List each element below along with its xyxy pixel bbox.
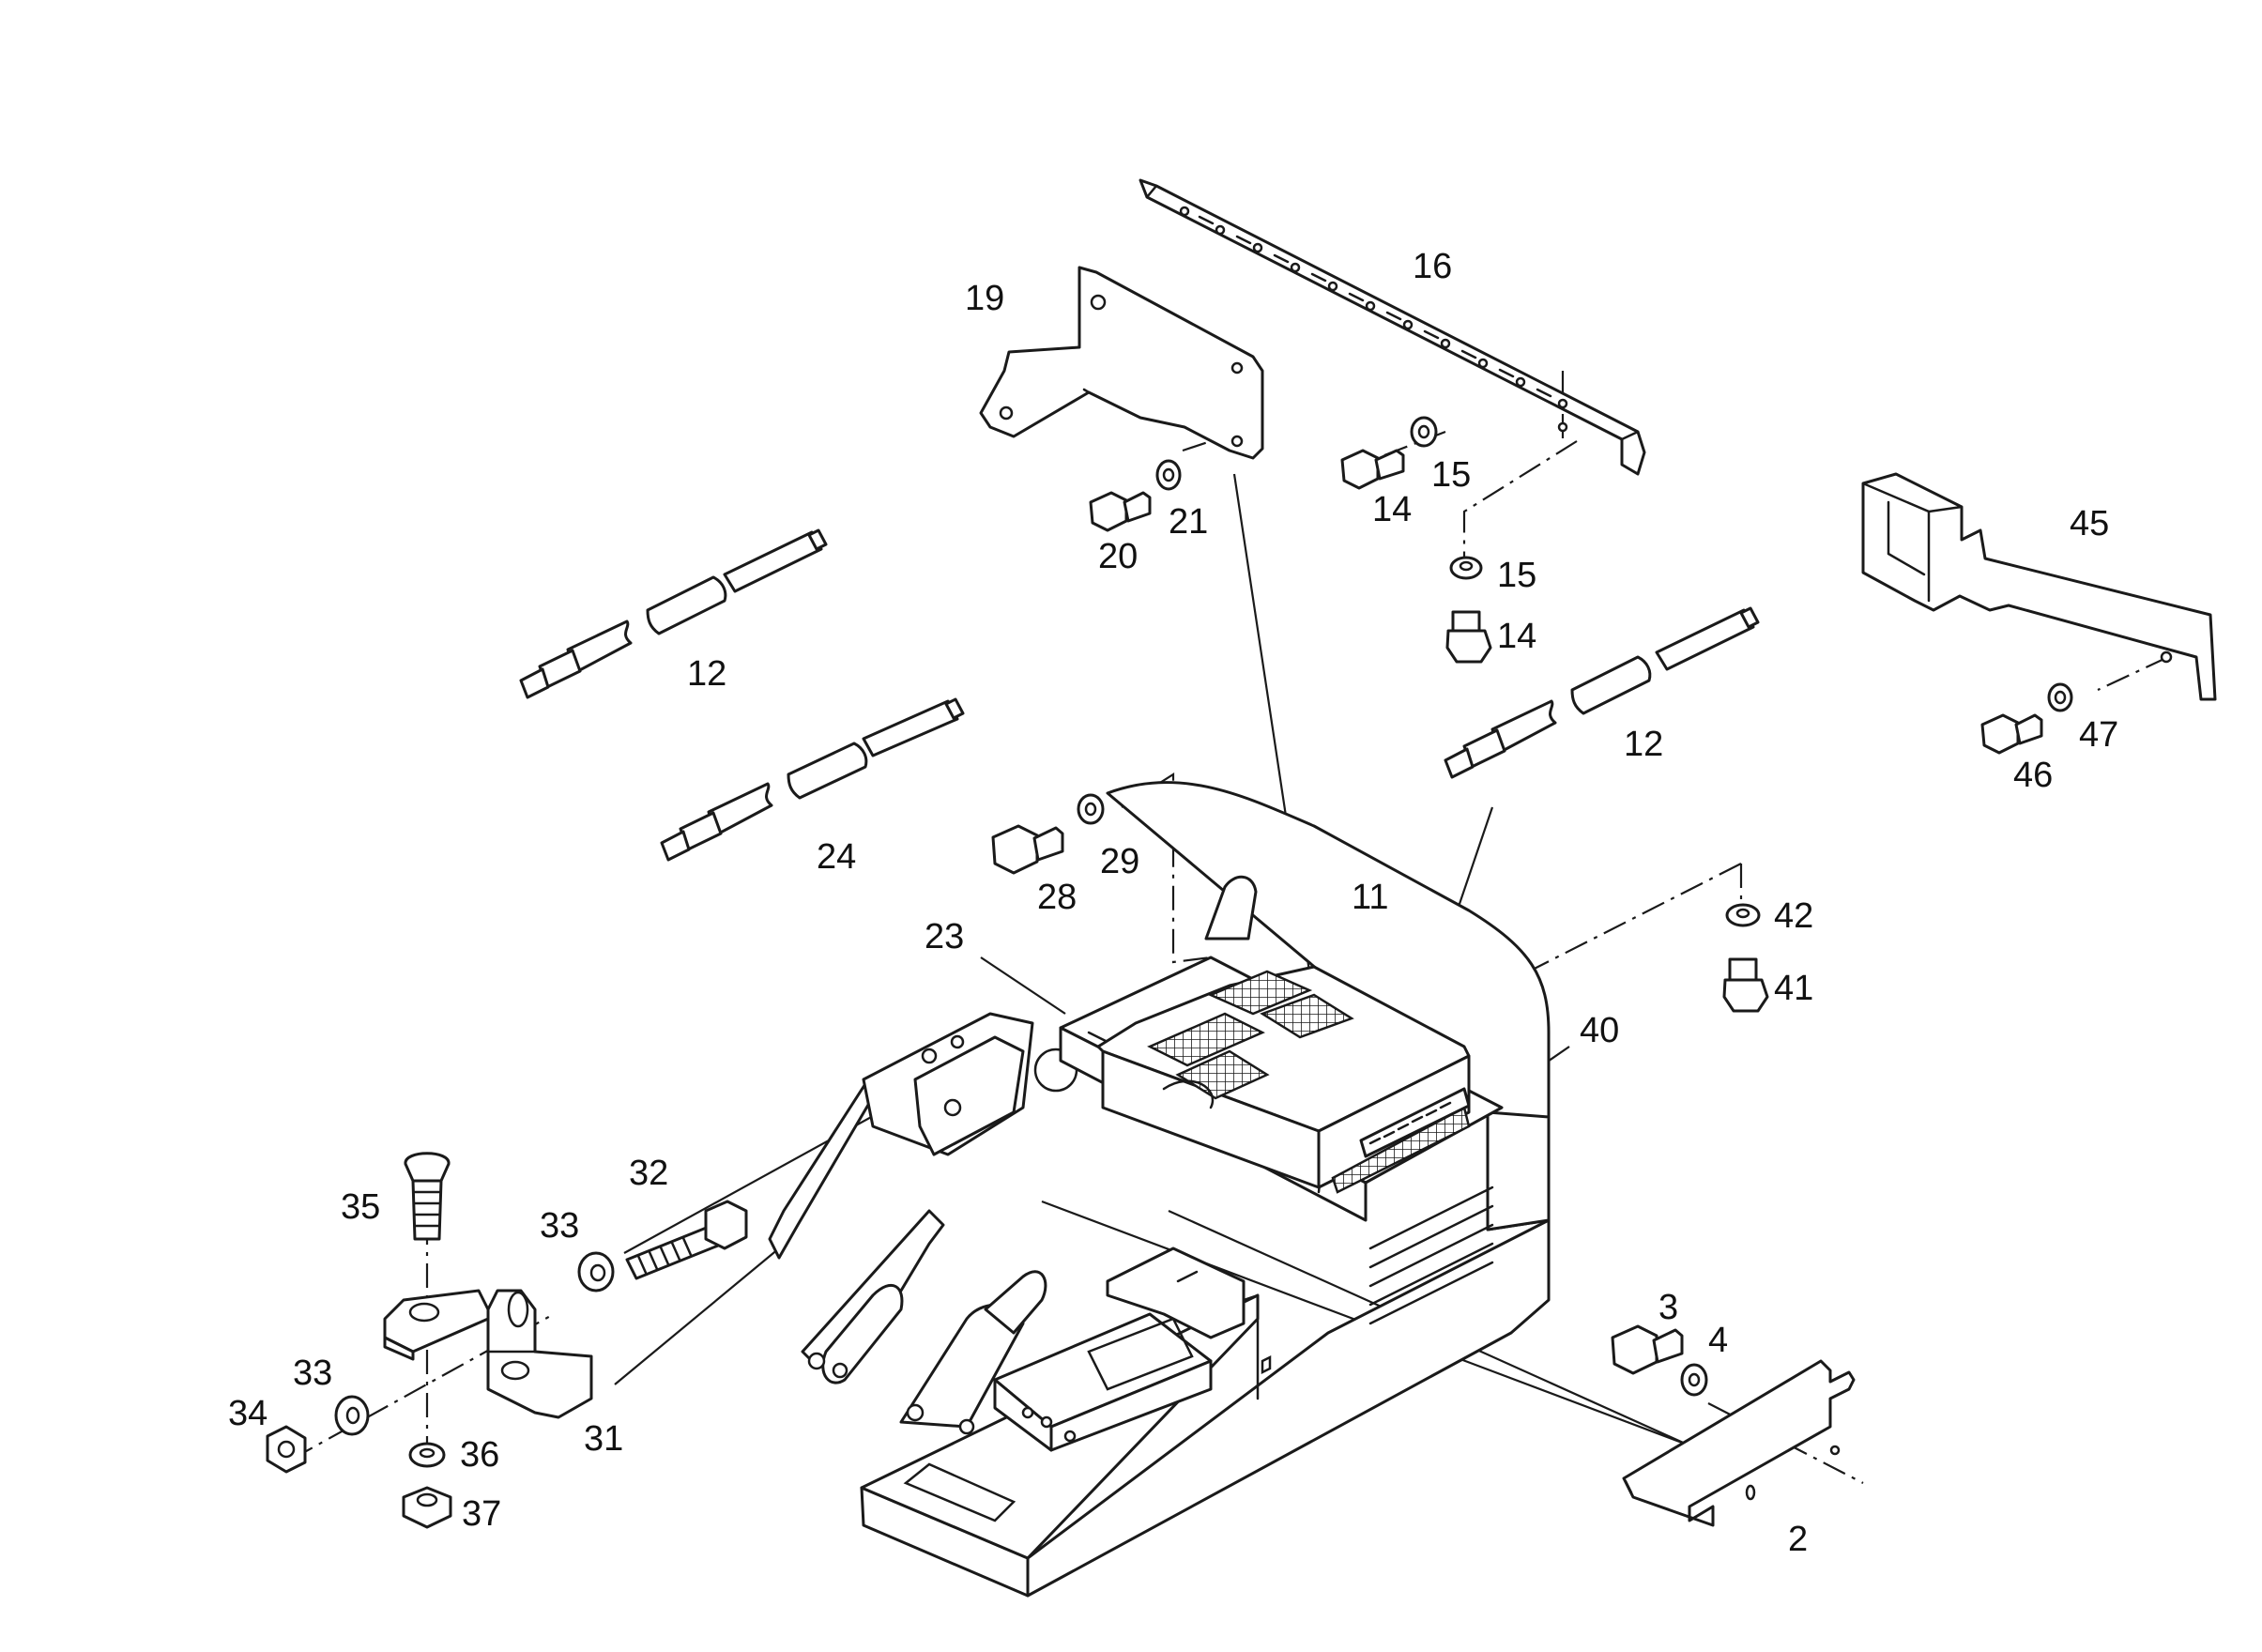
nut-34 <box>266 1425 307 1474</box>
callout-2: 2 <box>1788 1520 1808 1559</box>
callout-28: 28 <box>1037 878 1077 917</box>
callout-labels: 16 19 45 15 14 21 20 15 14 12 12 47 46 2… <box>228 247 2118 1559</box>
bolt-41 <box>1722 957 1769 1013</box>
callout-14-lower: 14 <box>1497 617 1536 656</box>
callout-16: 16 <box>1413 247 1452 286</box>
callout-15-lower: 15 <box>1497 556 1536 595</box>
bolt-14-lower <box>1445 610 1492 664</box>
callout-19: 19 <box>965 279 1004 318</box>
washer-15-lower <box>1449 556 1483 580</box>
callout-40: 40 <box>1580 1011 1619 1050</box>
callout-32: 32 <box>629 1154 668 1193</box>
callout-37: 37 <box>462 1494 501 1534</box>
bolt-20 <box>1089 491 1152 532</box>
callout-12-right: 12 <box>1624 725 1663 764</box>
callout-24: 24 <box>817 837 856 877</box>
callout-14-upper: 14 <box>1372 490 1412 529</box>
washer-33-upper <box>577 1251 615 1293</box>
bolt-14-upper <box>1340 449 1405 490</box>
callout-15-upper: 15 <box>1431 455 1471 495</box>
callout-4: 4 <box>1708 1321 1728 1360</box>
callout-31: 31 <box>584 1419 623 1459</box>
callout-29: 29 <box>1100 842 1139 881</box>
bolt-3 <box>1611 1324 1684 1375</box>
callout-34: 34 <box>228 1394 267 1433</box>
callout-11: 11 <box>1352 878 1388 917</box>
bracket-2 <box>1622 1359 1856 1527</box>
gas-strut-12-left <box>519 528 828 699</box>
center-lines <box>290 371 2169 1484</box>
washer-47 <box>2047 682 2073 712</box>
cover-11 <box>1096 965 1471 1194</box>
bolt-35 <box>404 1152 451 1241</box>
bolt-28 <box>991 824 1064 875</box>
callout-21: 21 <box>1169 502 1208 542</box>
bracket-16 <box>1139 178 1646 476</box>
gas-strut-24 <box>660 697 965 862</box>
pin-32 <box>625 1200 748 1280</box>
gas-strut-12-right <box>1444 606 1760 779</box>
callout-3: 3 <box>1658 1288 1678 1327</box>
callout-33-lower: 33 <box>293 1354 332 1393</box>
callout-20: 20 <box>1098 537 1138 576</box>
bolt-46 <box>1980 713 2043 755</box>
washer-36 <box>408 1442 446 1468</box>
callout-36: 36 <box>460 1435 499 1475</box>
washer-29 <box>1077 793 1105 825</box>
hinge-31 <box>383 1289 593 1419</box>
washer-33-lower <box>334 1395 370 1436</box>
callout-47: 47 <box>2079 715 2118 755</box>
callout-46: 46 <box>2013 756 2053 795</box>
bracket-45 <box>1861 472 2217 701</box>
bracket-19 <box>979 266 1264 460</box>
callout-42: 42 <box>1774 896 1813 936</box>
callout-45: 45 <box>2070 504 2109 543</box>
callout-33-upper: 33 <box>540 1206 579 1246</box>
washer-15-upper <box>1410 416 1438 448</box>
washer-4 <box>1680 1363 1708 1397</box>
nut-37 <box>402 1486 452 1529</box>
callout-41: 41 <box>1774 969 1813 1008</box>
callout-23: 23 <box>925 917 964 956</box>
callout-12-left: 12 <box>687 654 726 694</box>
washer-21 <box>1155 459 1182 491</box>
callout-35: 35 <box>341 1187 380 1227</box>
main-frame-23 <box>768 781 1551 1598</box>
washer-42 <box>1725 903 1761 927</box>
